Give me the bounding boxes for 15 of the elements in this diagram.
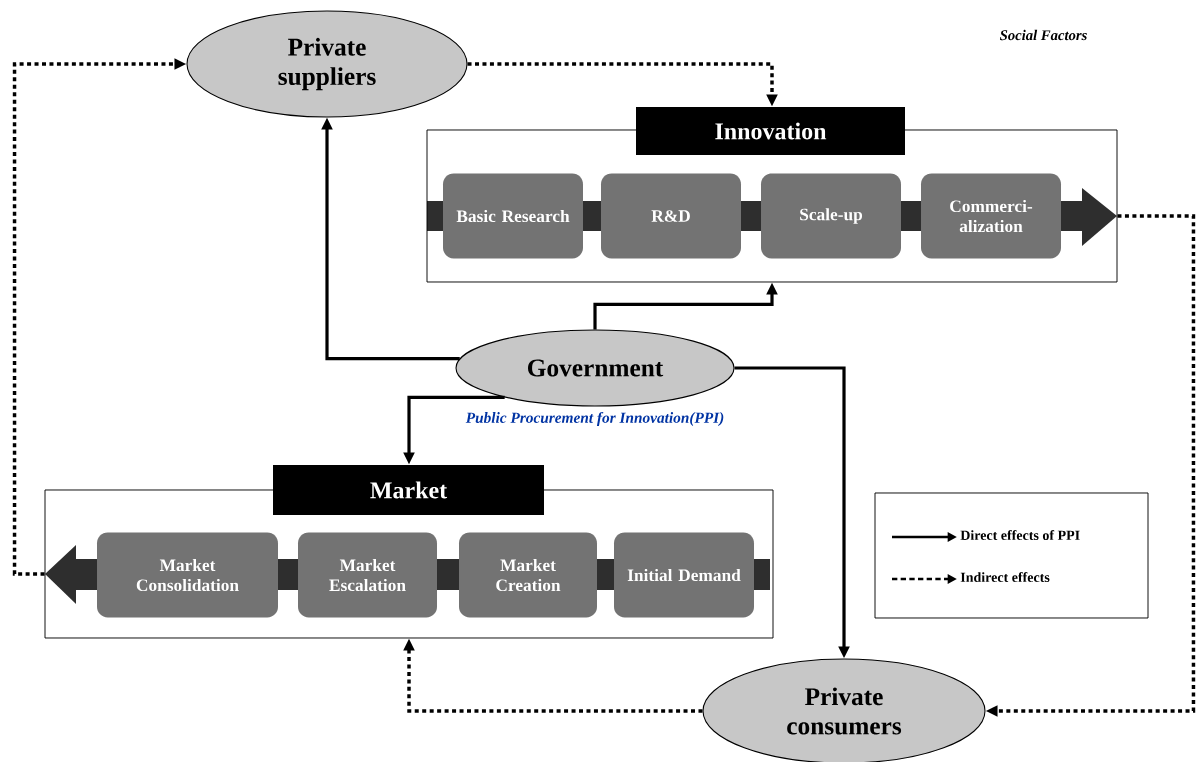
legend-label: Indirect effects [960,572,1050,582]
stage-box: R&D [601,173,741,259]
stage-box: Market Creation [459,532,597,618]
stage-box: Market Escalation [298,532,437,618]
ellipse-node: Private consumers [702,658,986,762]
node-label: Public Procurement for Innovation(PPI) [465,411,724,426]
stage-box: Commerci- alization [921,173,1061,259]
legend-label: Direct effects of PPI [960,530,1080,540]
note: Social Factors [999,29,1087,41]
ellipse-node: Government [455,329,735,407]
stage-box: Market Consolidation [97,532,278,618]
stage-box: Initial Demand [614,532,754,618]
stage-box: Scale-up [761,173,901,259]
stage-box: Basic Research [443,173,583,259]
ellipse-node: Private suppliers [186,10,468,118]
